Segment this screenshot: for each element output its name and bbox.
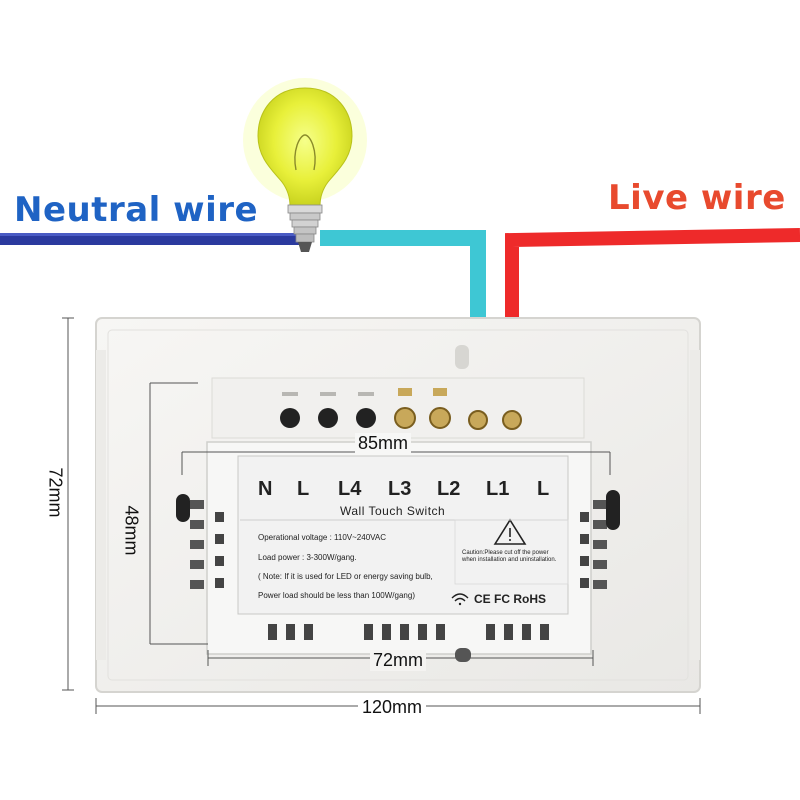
live-wire-label: Live wire xyxy=(608,178,786,218)
terminal-screw xyxy=(280,392,300,428)
dimension-width-inner: 85mm xyxy=(355,433,412,454)
terminal-label: L xyxy=(537,478,550,500)
label-load: Load power : 3-300W/gang. xyxy=(258,553,357,562)
label-note: ( Note: If it is used for LED or energy … xyxy=(258,572,433,581)
dimension-bottom-inner: 72mm xyxy=(370,650,427,671)
wifi-icon xyxy=(451,593,469,606)
terminal-screw xyxy=(356,392,376,428)
light-bulb-icon xyxy=(243,78,367,252)
neutral-wire-label: Neutral wire xyxy=(14,190,259,230)
terminal-label: N xyxy=(258,478,273,500)
label-title: Wall Touch Switch xyxy=(340,504,446,518)
terminal-label: L3 xyxy=(388,478,412,500)
dimension-height-outer: 72mm xyxy=(45,467,66,518)
terminal-screw xyxy=(394,388,416,429)
neutral-wire xyxy=(0,233,305,245)
terminal-screw xyxy=(468,410,488,430)
label-note-2: Power load should be less than 100W/gang… xyxy=(258,591,415,600)
warning-triangle-icon xyxy=(493,518,527,545)
dimension-height-inner: 48mm xyxy=(121,505,142,556)
terminal-label: L4 xyxy=(338,478,362,500)
terminal-screw xyxy=(429,388,451,429)
dimension-width-outer: 120mm xyxy=(358,697,427,718)
terminal-label: L2 xyxy=(437,478,461,500)
terminal-block xyxy=(280,388,522,430)
label-certifications: CE FC RoHS xyxy=(474,592,546,606)
label-voltage: Operational voltage : 110V~240VAC xyxy=(258,533,387,542)
label-caution: Caution:Please cut off the power when in… xyxy=(462,550,557,563)
terminal-label: L1 xyxy=(486,478,510,500)
terminal-label: L xyxy=(297,478,310,500)
terminal-screw xyxy=(318,392,338,428)
terminal-screw xyxy=(502,410,522,430)
